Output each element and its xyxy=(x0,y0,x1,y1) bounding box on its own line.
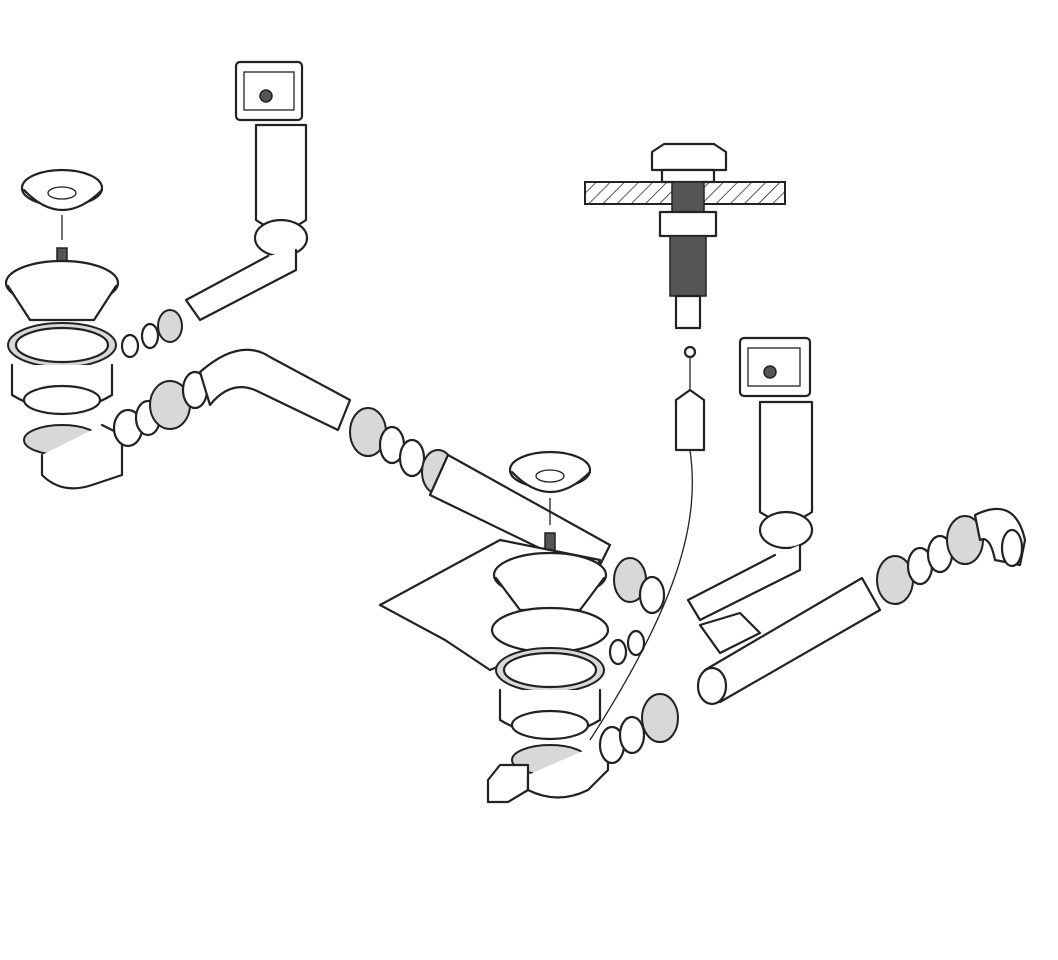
nut-icon xyxy=(112,370,209,448)
sink-outlet-icon xyxy=(486,551,610,804)
elbow-icon xyxy=(973,507,1027,568)
sink-outlet-icon xyxy=(4,259,124,490)
pipe-icon xyxy=(198,348,612,577)
overflow-icon xyxy=(686,336,814,622)
pop-up-valve-icon xyxy=(584,142,786,741)
overflow-icon xyxy=(184,60,309,322)
pipe-icon xyxy=(696,576,882,706)
washer-icon xyxy=(120,309,183,359)
